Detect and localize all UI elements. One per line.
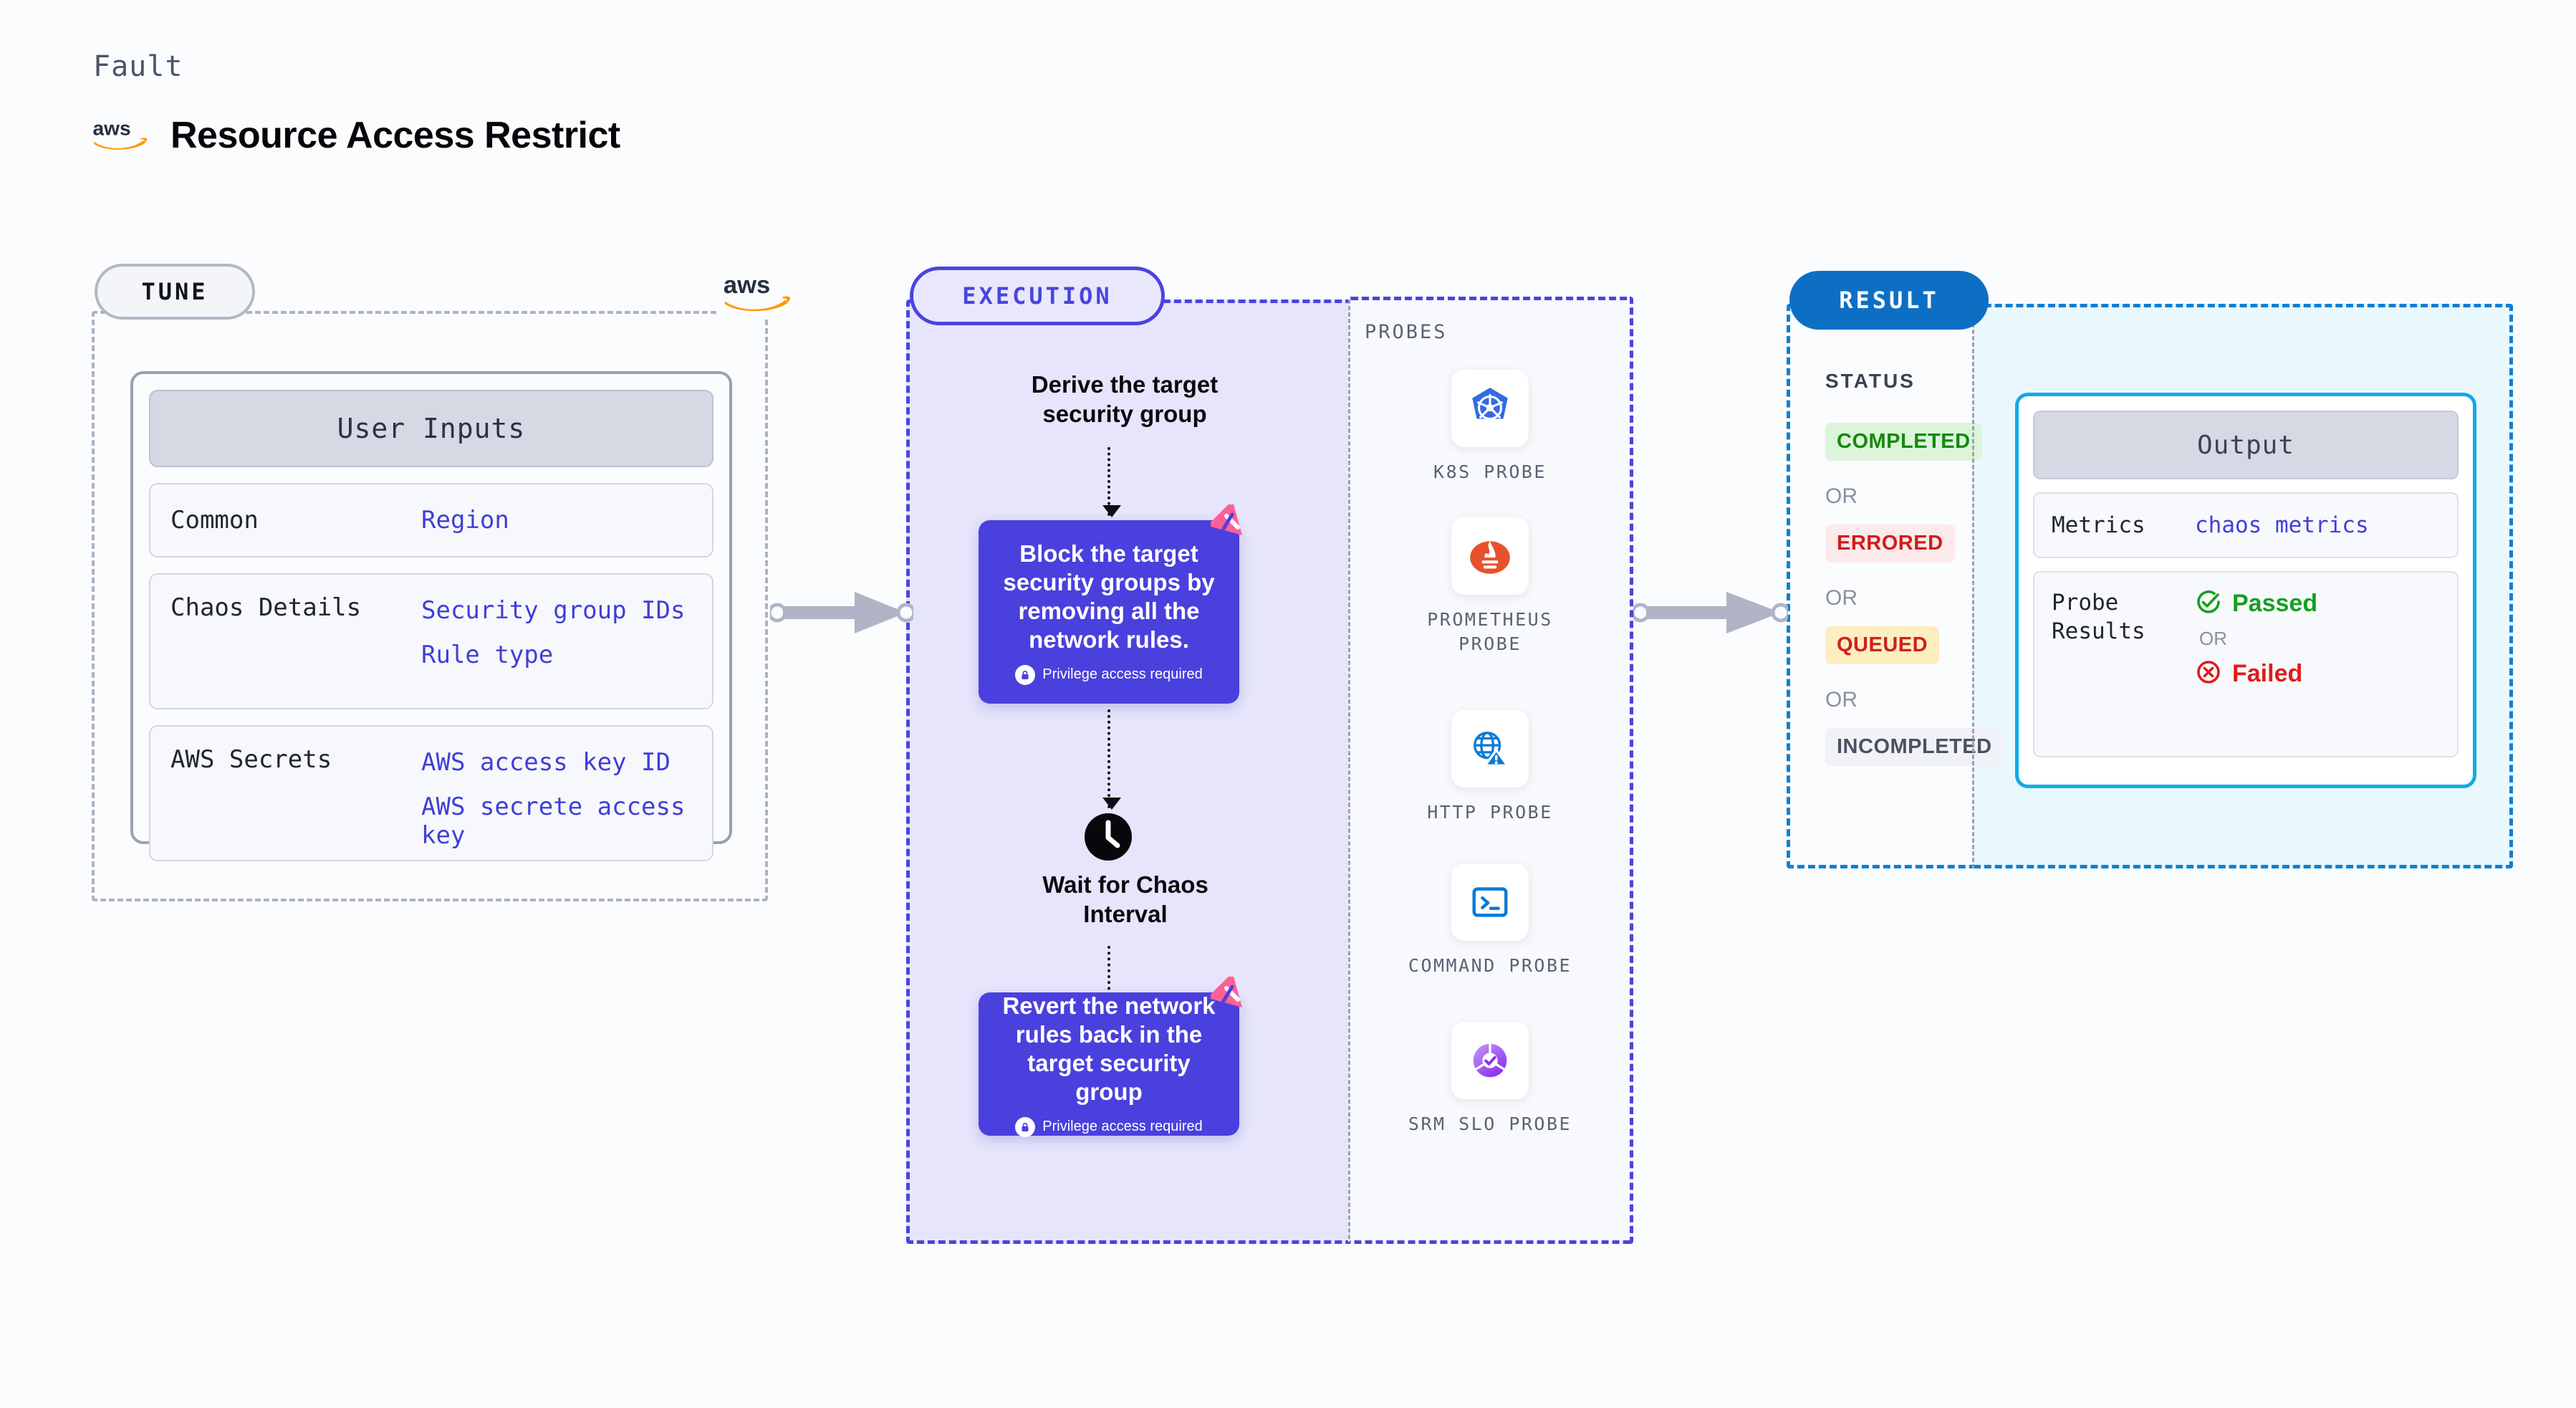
input-row-key: Common [170, 506, 259, 535]
check-circle-icon [2195, 588, 2222, 619]
input-value: Security group IDs [421, 596, 686, 625]
status-badge-incompleted: INCOMPLETED [1825, 728, 2004, 766]
harness-logo-icon [1207, 500, 1249, 545]
output-card: Output Metrics chaos metrics Probe Resul… [2015, 393, 2476, 788]
execution-step-block: Block the target security groups by remo… [979, 500, 1242, 704]
probe-item-srm-slo[interactable]: SRM SLO PROBE [1404, 1022, 1576, 1136]
verdict-passed: Passed [2195, 588, 2317, 619]
input-row-values: AWS access key ID AWS secrete access key [421, 748, 692, 850]
srm-slo-icon [1451, 1022, 1529, 1099]
output-value-metrics: chaos metrics [2195, 512, 2369, 538]
privilege-note-text: Privilege access required [1042, 666, 1203, 682]
input-value: Region [421, 506, 509, 535]
aws-logo-icon: aws [716, 262, 797, 320]
output-row-probe-results: Probe Results Passed OR [2033, 571, 2459, 757]
user-inputs-header: User Inputs [149, 390, 713, 467]
status-or: OR [1825, 586, 1857, 610]
execution-pill-label: EXECUTION [910, 267, 1165, 325]
privilege-note: Privilege access required [1015, 1116, 1203, 1137]
probe-verdicts: Passed OR Failed [2195, 588, 2317, 689]
execution-step-derive: Derive the target security group [1031, 371, 1219, 427]
output-row-metrics: Metrics chaos metrics [2033, 492, 2459, 558]
verdict-or: OR [2199, 628, 2227, 649]
status-or: OR [1825, 484, 1857, 508]
flow-arrow [1102, 709, 1121, 810]
svg-text:aws: aws [93, 117, 131, 139]
output-key: Metrics [2052, 512, 2145, 538]
lock-icon [1015, 664, 1036, 685]
connector-tune-to-execution [767, 588, 916, 641]
status-or: OR [1825, 688, 1857, 712]
input-row-key: Chaos Details [170, 593, 362, 622]
probe-label: COMMAND PROBE [1408, 955, 1572, 976]
status-badge-completed: COMPLETED [1825, 423, 1982, 461]
probe-label: K8S PROBE [1433, 461, 1547, 482]
prometheus-icon [1451, 517, 1529, 595]
verdict-label: Passed [2232, 590, 2318, 617]
input-value: AWS access key ID [421, 748, 671, 777]
status-badge-errored: ERRORED [1825, 525, 1955, 562]
verdict-failed: Failed [2195, 658, 2317, 689]
status-badge-queued: QUEUED [1825, 626, 1940, 664]
probe-item-k8s[interactable]: K8S PROBE [1404, 370, 1576, 484]
input-value: AWS secrete access key [421, 792, 686, 850]
probe-item-command[interactable]: COMMAND PROBE [1404, 863, 1576, 978]
status-title: STATUS [1825, 370, 1916, 392]
execution-step-wait: Wait for Chaos Interval [1042, 871, 1208, 927]
step-label: Block the target security groups by remo… [1003, 540, 1215, 653]
probe-label: SRM SLO PROBE [1408, 1114, 1572, 1134]
svg-text:aws: aws [724, 272, 770, 299]
probe-label: PROMETHEUS PROBE [1427, 609, 1553, 654]
clock-icon [1083, 812, 1133, 866]
aws-logo-icon: aws [92, 115, 148, 155]
execution-step-revert: Revert the network rules back in the tar… [979, 972, 1242, 1137]
table-row: Chaos Details Security group IDs Rule ty… [149, 573, 713, 709]
result-pill-label: RESULT [1789, 271, 1989, 330]
probe-label: HTTP PROBE [1427, 802, 1553, 823]
input-value: Rule type [421, 641, 554, 669]
verdict-label: Failed [2232, 660, 2303, 687]
table-row: Common Region [149, 483, 713, 557]
probes-title: PROBES [1365, 321, 1448, 343]
privilege-note: Privilege access required [1015, 664, 1203, 685]
output-header: Output [2033, 411, 2459, 479]
harness-logo-icon [1207, 972, 1249, 1017]
output-key: Probe Results [2052, 590, 2145, 645]
probe-item-http[interactable]: HTTP PROBE [1404, 710, 1576, 825]
x-circle-icon [2195, 658, 2222, 689]
terminal-icon [1451, 863, 1529, 941]
fault-title-row: aws Resource Access Restrict [92, 114, 621, 156]
page-title: Resource Access Restrict [170, 114, 620, 156]
tune-pill-label: TUNE [95, 264, 255, 320]
lock-icon [1015, 1116, 1036, 1137]
probe-item-prometheus[interactable]: PROMETHEUS PROBE [1404, 517, 1576, 656]
user-inputs-card: User Inputs Common Region Chaos Details … [130, 371, 732, 861]
input-row-values: Region [421, 506, 509, 535]
input-row-key: AWS Secrets [170, 745, 332, 774]
http-globe-warning-icon [1451, 710, 1529, 787]
tune-region: User Inputs Common Region Chaos Details … [92, 311, 768, 901]
kubernetes-icon [1451, 370, 1529, 447]
table-row: AWS Secrets AWS access key ID AWS secret… [149, 725, 713, 861]
result-divider [1972, 304, 1974, 868]
flow-arrow [1102, 447, 1121, 517]
input-row-values: Security group IDs Rule type [421, 596, 685, 669]
privilege-note-text: Privilege access required [1042, 1119, 1203, 1134]
fault-kicker: Fault [93, 50, 183, 83]
connector-execution-to-result [1630, 588, 1791, 641]
step-label: Revert the network rules back in the tar… [1002, 992, 1216, 1106]
